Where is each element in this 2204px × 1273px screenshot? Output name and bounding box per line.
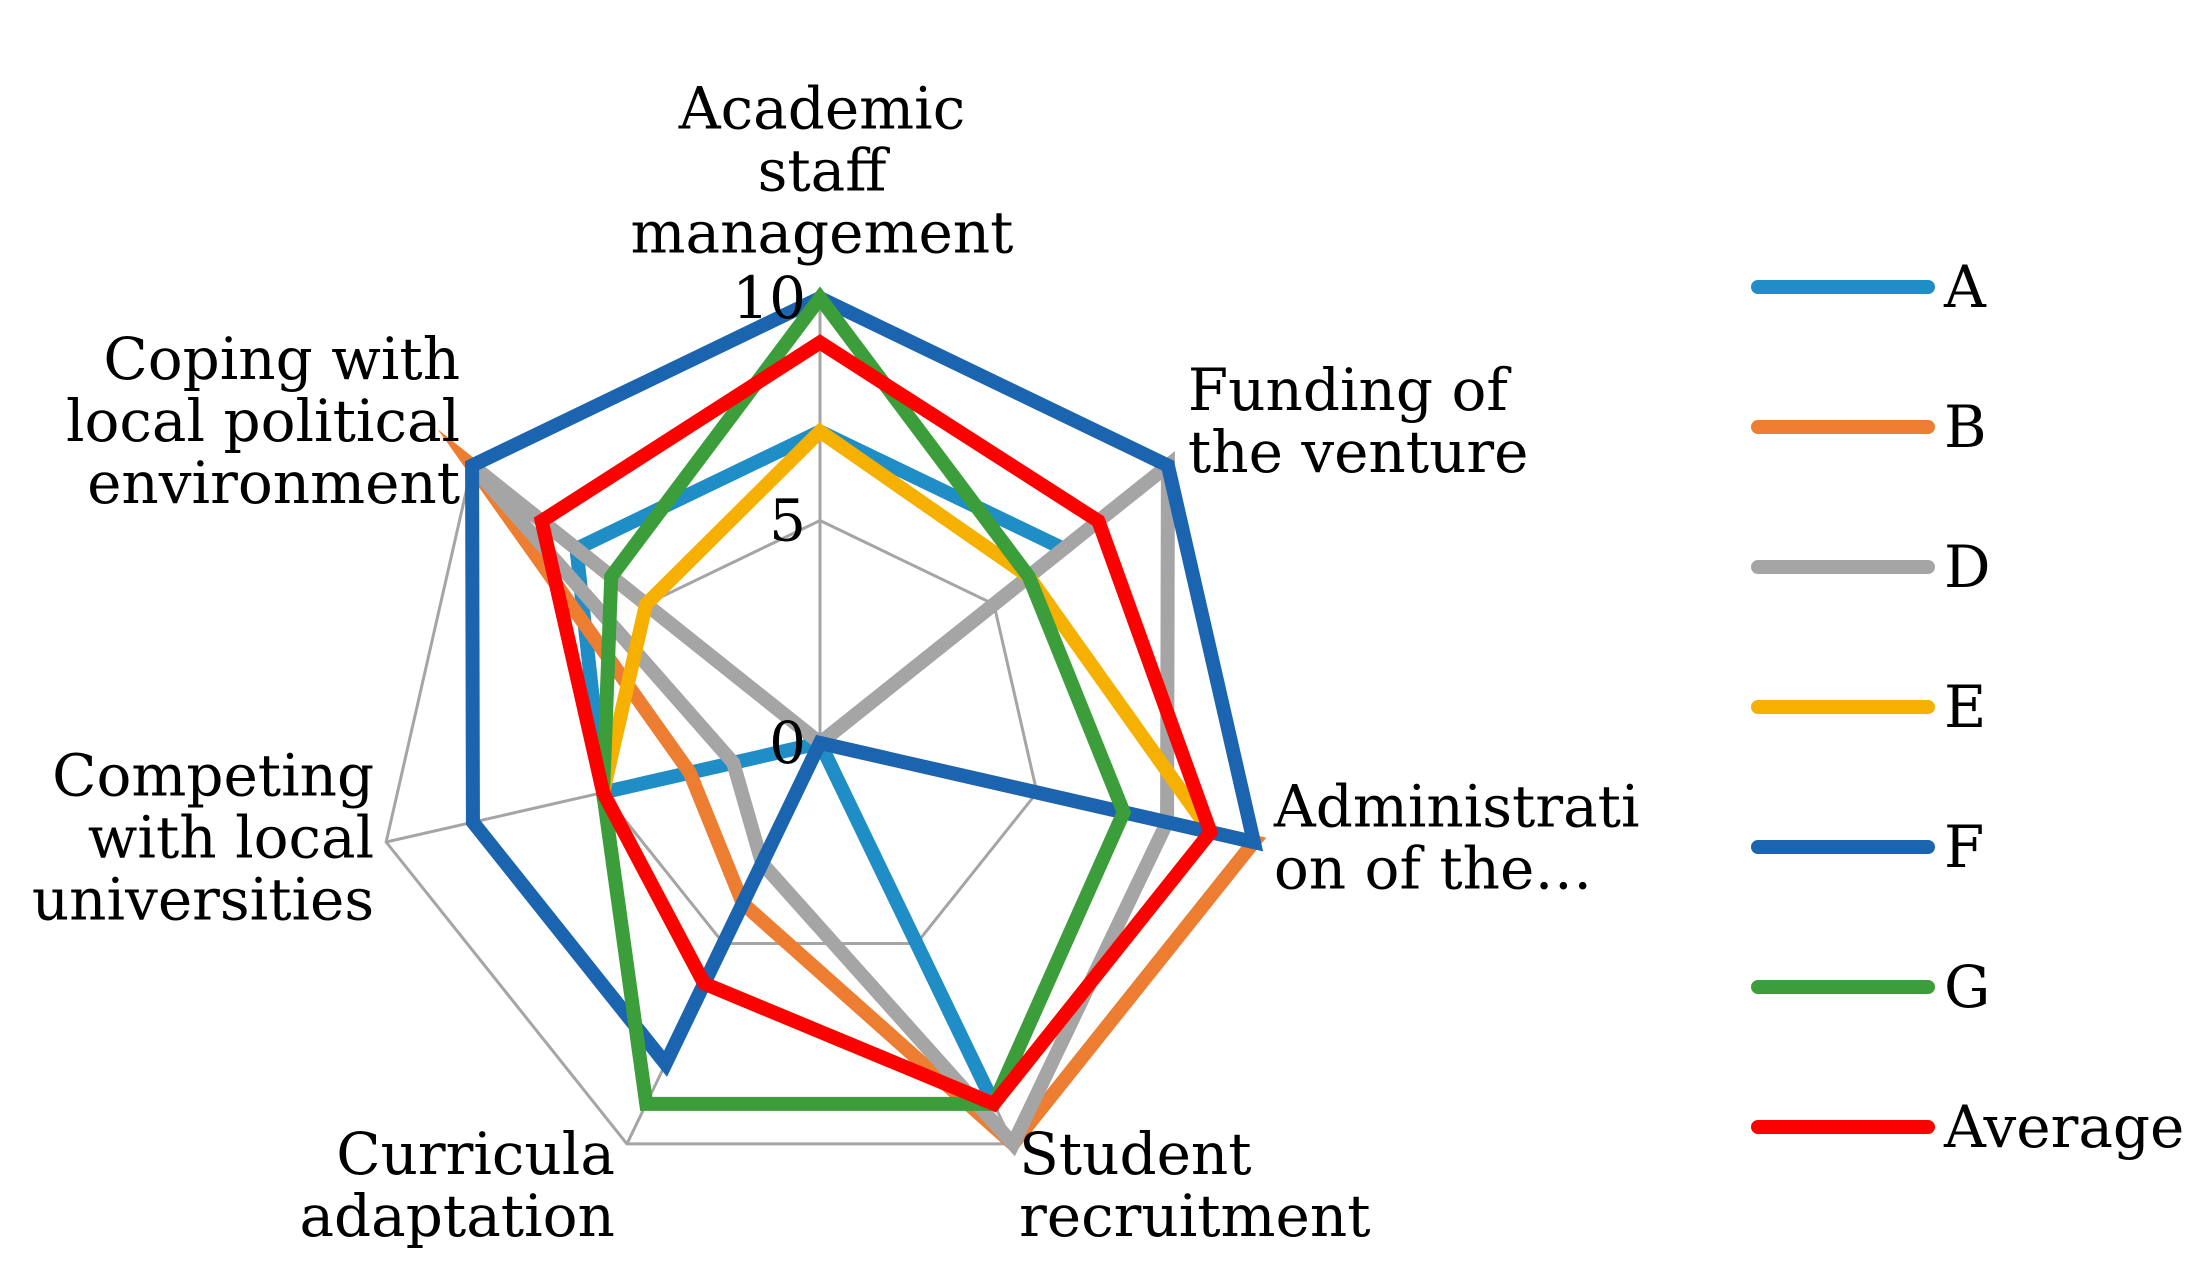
- category-label-1-line-0: Funding of: [1188, 356, 1511, 424]
- series-d-line: [466, 450, 1175, 1157]
- legend-label-g: G: [1944, 953, 1990, 1021]
- category-label-5-line-1: with local: [88, 804, 374, 872]
- category-label-6-line-2: environment: [87, 449, 460, 517]
- legend-label-d: D: [1944, 533, 1991, 601]
- legend-label-b: B: [1944, 393, 1987, 461]
- category-label-2-line-0: Administrati: [1273, 773, 1640, 841]
- category-label-1-line-1: the venture: [1188, 418, 1529, 486]
- category-label-0-line-2: management: [631, 199, 1014, 267]
- series-f-line: [465, 290, 1264, 1077]
- category-label-5-line-2: universities: [32, 866, 374, 934]
- category-label-6-line-1: local political: [66, 387, 460, 455]
- radial-tick-labels: 0 5 10: [732, 264, 806, 777]
- category-label-4-line-0: Curricula: [336, 1120, 615, 1188]
- legend-label-average: Average: [1943, 1093, 2184, 1161]
- category-label-0-line-0: Academic: [678, 75, 965, 143]
- legend-label-f: F: [1944, 813, 1984, 881]
- series-g-line: [596, 286, 1132, 1111]
- legend-label-a: A: [1943, 253, 1987, 321]
- category-label-4-line-1: adaptation: [299, 1182, 614, 1250]
- tick-label-0: 0: [769, 709, 806, 777]
- category-label-3-line-1: recruitment: [1019, 1182, 1370, 1250]
- tick-label-5: 5: [769, 487, 806, 555]
- category-label-5-line-0: Competing: [52, 742, 374, 810]
- category-label-0-line-1: staff: [758, 137, 891, 205]
- category-label-6-line-0: Coping with: [103, 325, 460, 393]
- series-average-line: [533, 334, 1219, 1113]
- category-label-3-line-0: Student: [1019, 1120, 1252, 1188]
- category-label-2-line-1: on of the…: [1274, 835, 1593, 903]
- legend: A B D E F G Average: [1751, 253, 2184, 1161]
- radar-series: [437, 286, 1267, 1157]
- legend-label-e: E: [1944, 673, 1986, 741]
- tick-label-10: 10: [732, 264, 806, 332]
